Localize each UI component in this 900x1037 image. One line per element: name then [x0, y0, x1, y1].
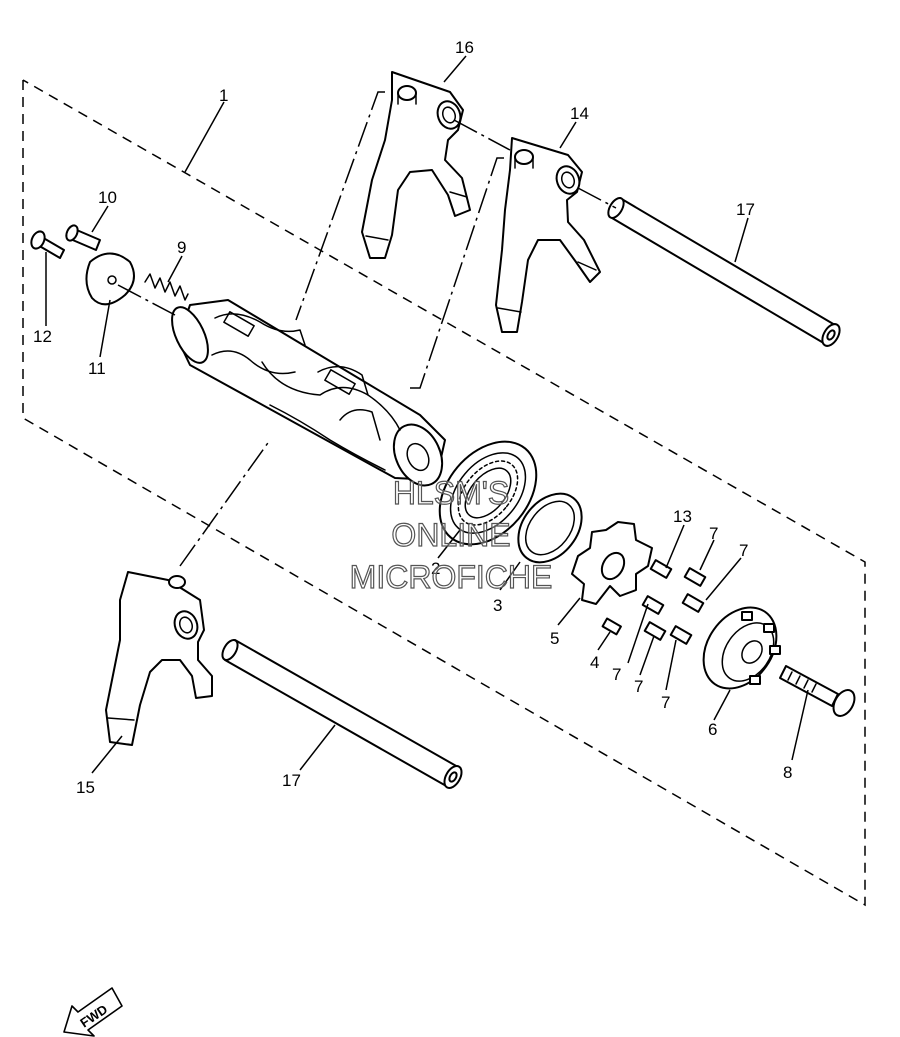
ring[interactable]: [505, 481, 594, 574]
fwd-arrow-icon: FWD: [63, 987, 123, 1037]
callout-11: 11: [88, 359, 106, 378]
callout-17b: 17: [282, 771, 301, 790]
callout-1: 1: [219, 86, 228, 105]
segment-plate[interactable]: [571, 521, 653, 605]
alignment-line-shaft-17: [577, 187, 617, 209]
screw-10[interactable]: [64, 224, 101, 251]
callout-10: 10: [98, 188, 117, 207]
shift-fork-16[interactable]: [361, 71, 471, 259]
callout-9: 9: [177, 238, 186, 257]
callout-7c: 7: [612, 665, 621, 684]
callout-14: 14: [570, 104, 589, 123]
screw-8[interactable]: [779, 665, 859, 720]
callout-17a: 17: [736, 200, 755, 219]
callout-7e: 7: [661, 693, 670, 712]
callout-16: 16: [455, 38, 474, 57]
shift-fork-15[interactable]: [105, 571, 213, 746]
spring[interactable]: [144, 273, 189, 301]
callout-7d: 7: [634, 677, 643, 696]
assembly-boundary: [22, 79, 866, 907]
pin-4[interactable]: [601, 617, 622, 636]
shift-drum[interactable]: [165, 299, 452, 493]
alignment-line-14: [410, 157, 504, 389]
callout-13: 13: [673, 507, 692, 526]
callout-12: 12: [33, 327, 52, 346]
segment-6[interactable]: [689, 594, 792, 703]
alignment-line-screws: [117, 284, 176, 316]
alignment-line-15: [179, 439, 271, 567]
screw-12[interactable]: [29, 229, 65, 259]
callout-2: 2: [431, 559, 440, 578]
watermark: HLSM'S ONLINE MICROFICHE: [349, 474, 553, 595]
dowel-pins[interactable]: [641, 559, 707, 645]
watermark-line-3: MICROFICHE: [350, 559, 553, 595]
watermark-line-1: HLSM'S: [393, 475, 509, 511]
callout-labels: 1 2 3 4 5 6 7 7 7 7 7 8 9 10 11 12 13 14…: [33, 38, 792, 797]
alignment-line-shafts: [453, 119, 511, 151]
callout-8: 8: [783, 763, 792, 782]
callout-4: 4: [590, 653, 599, 672]
shift-fork-shaft-lower[interactable]: [219, 637, 465, 790]
callout-7b: 7: [739, 541, 748, 560]
callout-6: 6: [708, 720, 717, 739]
shift-fork-shaft-upper[interactable]: [605, 195, 843, 348]
alignment-line-16: [295, 91, 385, 321]
leader-lines: [45, 55, 809, 774]
callout-7a: 7: [709, 524, 718, 543]
bearing[interactable]: [420, 423, 556, 563]
callout-3: 3: [493, 596, 502, 615]
shift-fork-14[interactable]: [495, 137, 601, 333]
callout-15: 15: [76, 778, 95, 797]
watermark-line-2: ONLINE: [391, 517, 510, 553]
plate-11[interactable]: [85, 252, 135, 306]
callout-5: 5: [550, 629, 559, 648]
